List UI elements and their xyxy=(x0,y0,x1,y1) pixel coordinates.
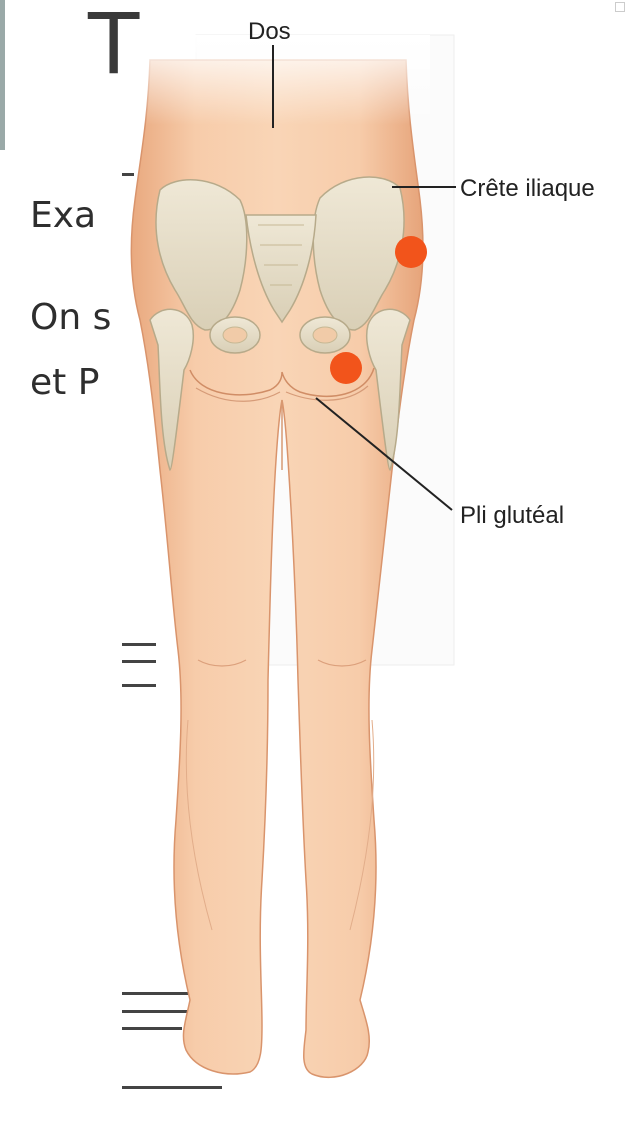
label-gluteal-fold: Pli glutéal xyxy=(460,504,564,528)
label-iliac-crest: Crête iliaque xyxy=(460,177,595,201)
label-back: Dos xyxy=(248,20,291,44)
gluteal-marker xyxy=(330,352,362,384)
iliac-crest-marker xyxy=(395,236,427,268)
